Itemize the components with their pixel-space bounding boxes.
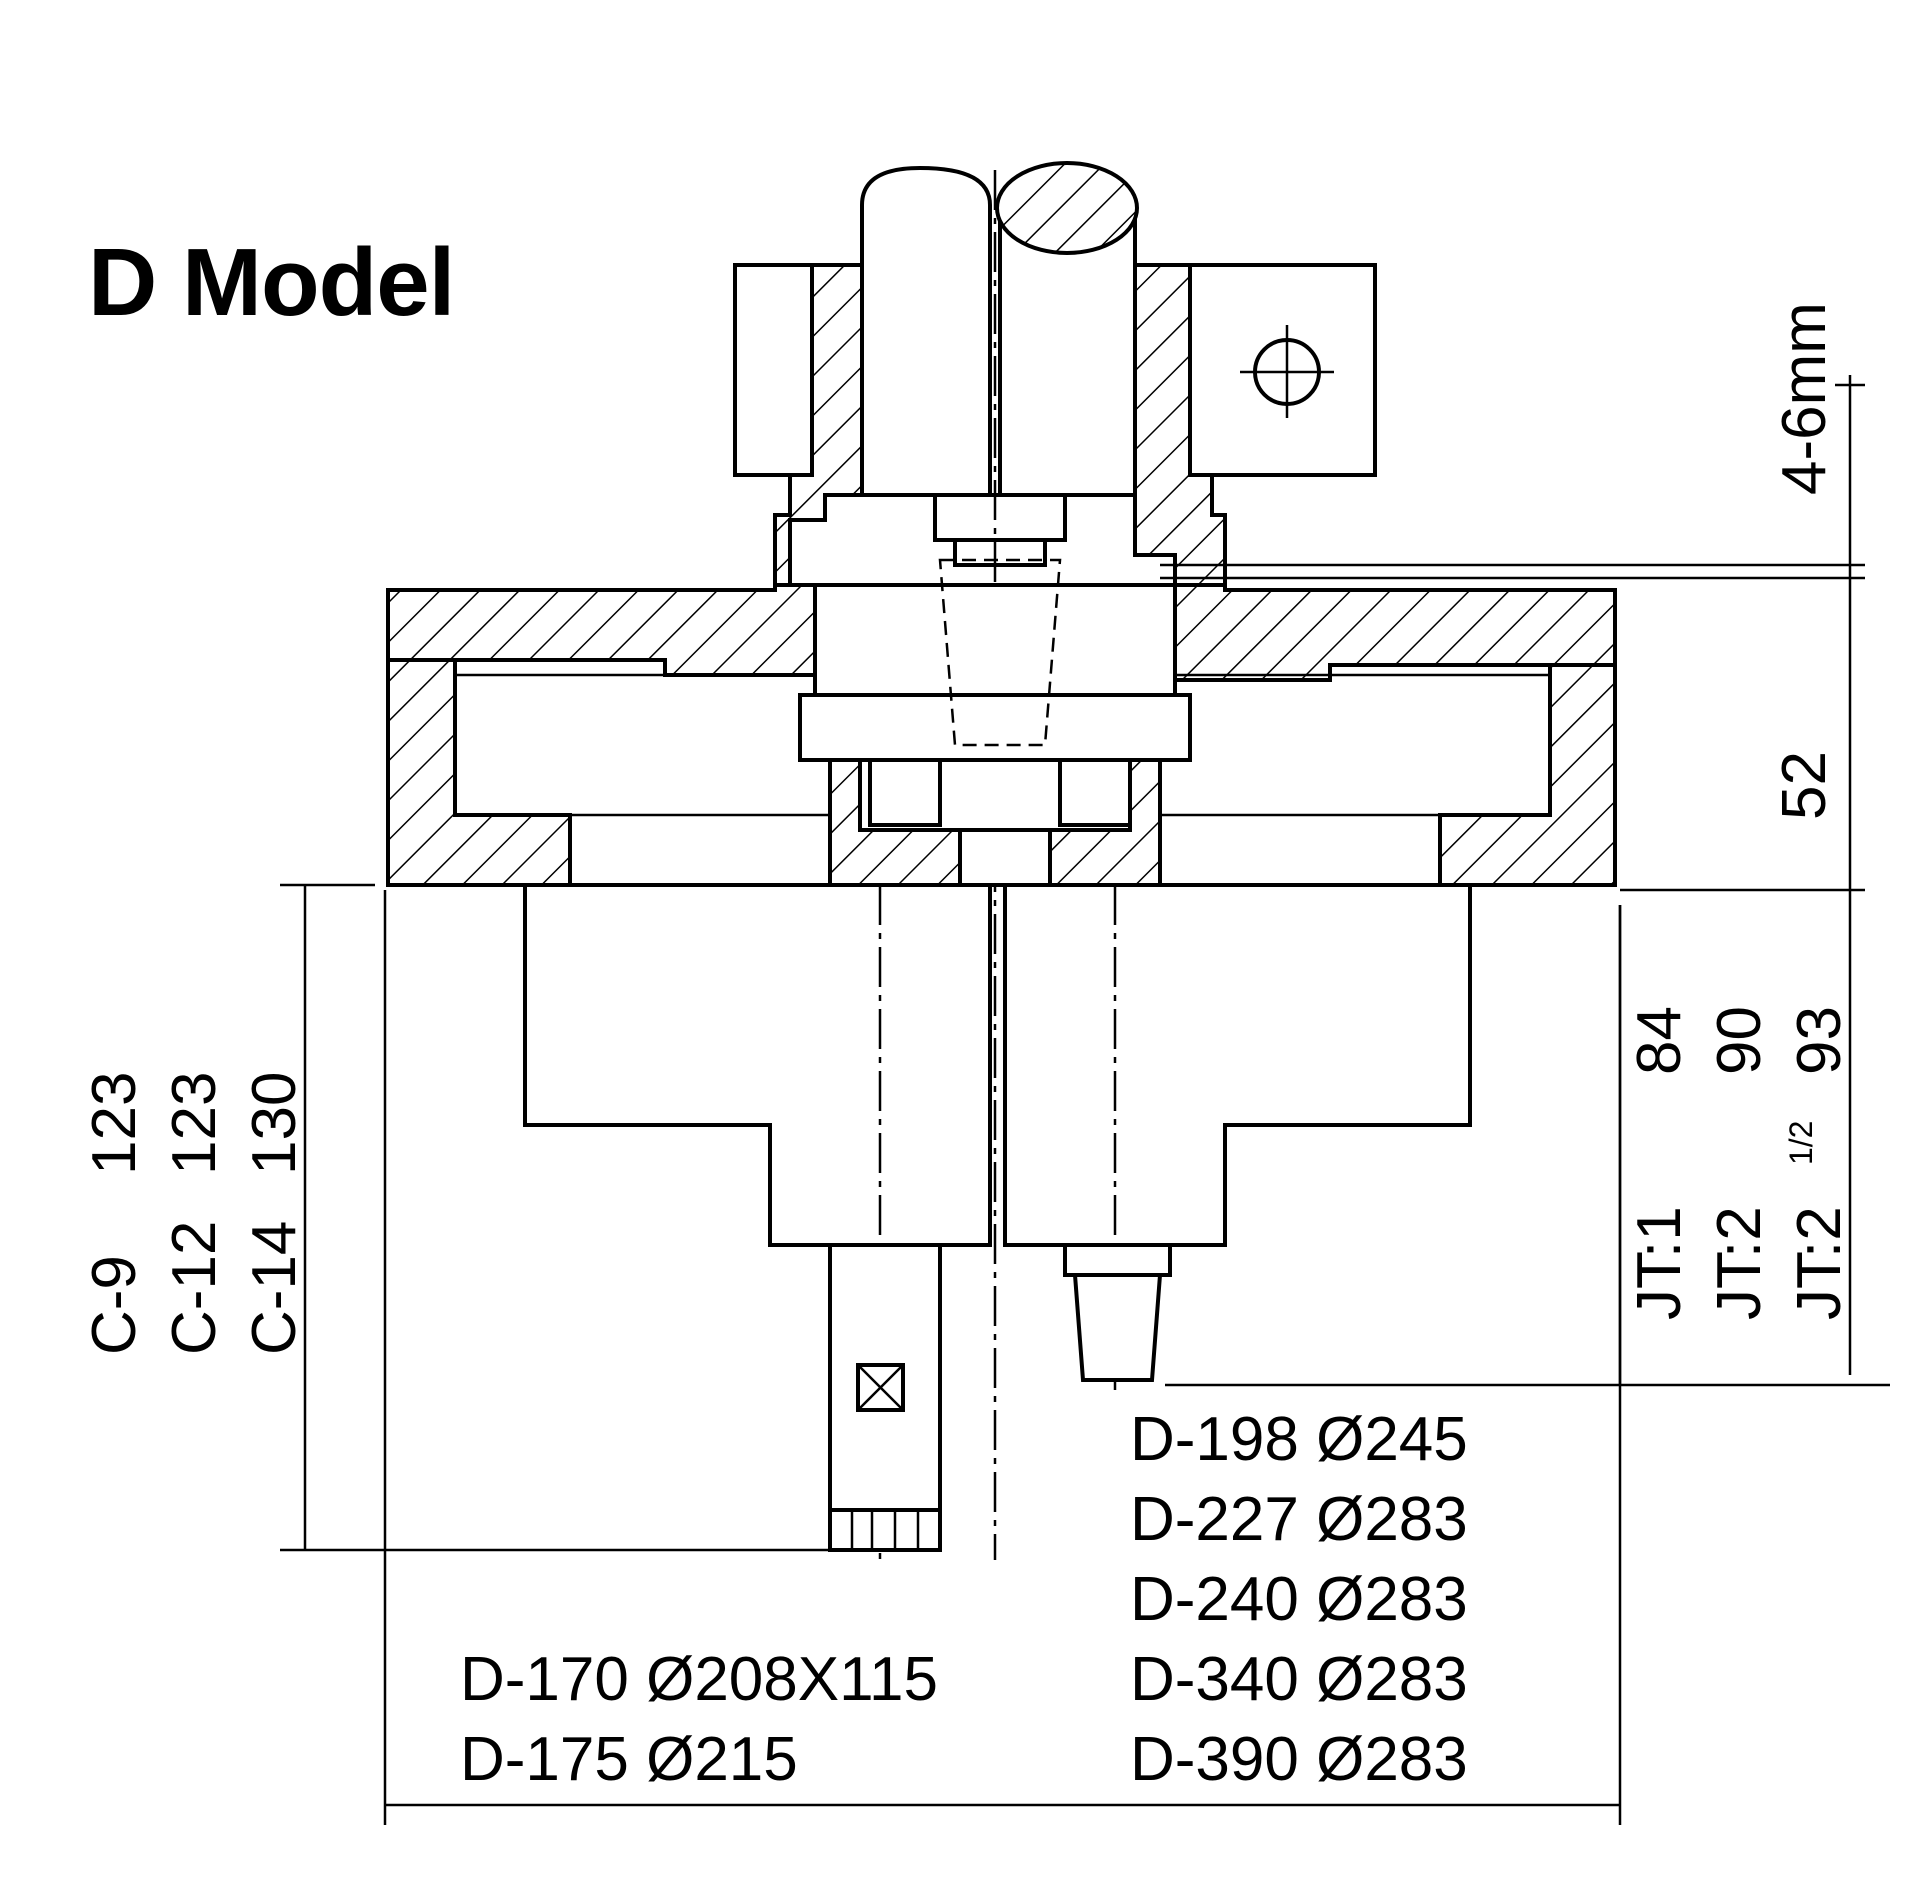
model-left-2: D-175 Ø215 <box>460 1725 798 1794</box>
jt-value-2: 90 <box>1705 1006 1774 1075</box>
model-right-2: D-227 Ø283 <box>1130 1485 1468 1554</box>
diagram-title: D Model <box>88 229 455 336</box>
jt-fraction: 1/2 <box>1783 1121 1819 1165</box>
screw-icon <box>1240 325 1334 418</box>
model-left-1: D-170 Ø208X115 <box>460 1645 938 1714</box>
lower-spindles <box>523 883 1472 1560</box>
head-housing <box>386 558 1617 887</box>
model-right-5: D-390 Ø283 <box>1130 1725 1468 1794</box>
jt-value-3: 93 <box>1785 1006 1854 1075</box>
model-right-1: D-198 Ø245 <box>1130 1405 1468 1474</box>
c-value-3: 130 <box>240 1072 309 1175</box>
spindle-shank <box>733 161 1377 1560</box>
jt-label-2: JT:2 <box>1705 1206 1774 1320</box>
height-label: 52 <box>1770 751 1839 820</box>
c-value-1: 123 <box>80 1072 149 1175</box>
c-label-3: C-14 <box>240 1221 309 1355</box>
model-right-3: D-240 Ø283 <box>1130 1565 1468 1634</box>
c-value-2: 123 <box>160 1072 229 1175</box>
jt-label-1: JT:1 <box>1625 1206 1694 1320</box>
dimension-lines <box>280 375 1890 1825</box>
c-label-1: C-9 <box>80 1255 149 1355</box>
jt-value-1: 84 <box>1625 1006 1694 1075</box>
gap-label: 4-6mm <box>1770 302 1839 495</box>
square-drive-icon <box>856 1363 905 1412</box>
model-right-4: D-340 Ø283 <box>1130 1645 1468 1714</box>
c-label-2: C-12 <box>160 1221 229 1355</box>
dimension-labels: 4-6mm 52 JT:1 JT:2 JT:2 1/2 84 90 93 C-9… <box>80 302 1854 1794</box>
jt-label-3: JT:2 <box>1785 1206 1854 1320</box>
